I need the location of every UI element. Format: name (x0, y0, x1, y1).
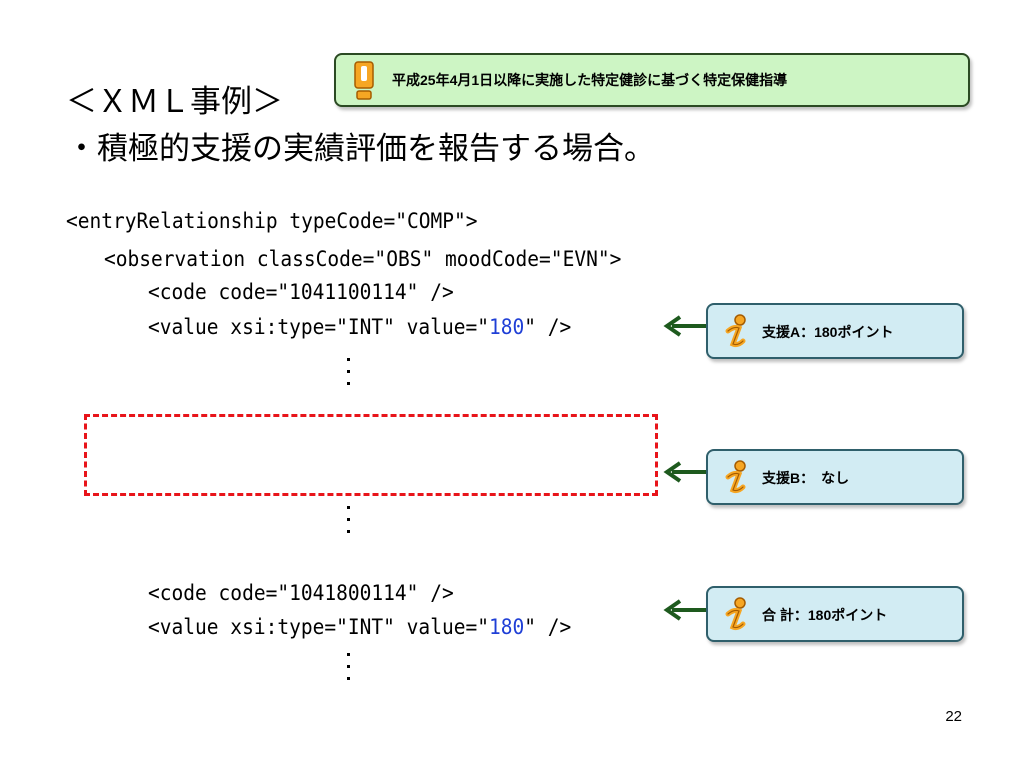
notice-text: 平成25年4月1日以降に実施した特定健診に基づく特定保健指導 (392, 72, 788, 88)
info-icon (725, 314, 746, 348)
code-line-value-2: <value xsi:type="INT" value="180" /> (148, 614, 571, 640)
callout-text: 合 計：180ポイント (762, 607, 888, 623)
ellipsis-vertical (347, 506, 353, 542)
callout-total: 合 計：180ポイント (706, 586, 964, 642)
arrow-left-icon (663, 599, 708, 621)
code-text: <value xsi:type="INT" value=" (148, 615, 489, 639)
code-line-entry-relationship: <entryRelationship typeCode="COMP"> (66, 209, 478, 233)
slide-heading: ＜ＸＭＬ事例＞ (66, 84, 283, 120)
code-line-value-1: <value xsi:type="INT" value="180" /> (148, 314, 571, 340)
arrow-left-icon (663, 315, 708, 337)
ellipsis-vertical (347, 358, 353, 394)
arrow-left-icon (663, 461, 708, 483)
code-value-highlight: 180 (488, 615, 525, 639)
code-text: " /> (524, 615, 572, 639)
callout-support-a: 支援A：180ポイント (706, 303, 964, 359)
info-icon (725, 597, 746, 631)
code-value-highlight: 180 (488, 315, 525, 339)
info-icon (725, 460, 746, 494)
notice-box: 平成25年4月1日以降に実施した特定健診に基づく特定保健指導 (334, 53, 970, 107)
code-text: <value xsi:type="INT" value=" (148, 315, 489, 339)
slide-subheading: ・積極的支援の実績評価を報告する場合。 (66, 131, 655, 167)
warning-icon (354, 61, 374, 100)
ellipsis-vertical (347, 653, 353, 689)
code-line-observation: <observation classCode="OBS" moodCode="E… (104, 247, 622, 271)
code-line-code-1: <code code="1041100114" /> (148, 280, 454, 304)
page-number: 22 (945, 708, 962, 725)
callout-text: 支援A：180ポイント (762, 324, 894, 340)
code-line-code-2: <code code="1041800114" /> (148, 581, 454, 605)
callout-support-b: 支援B： なし (706, 449, 964, 505)
code-text: " /> (524, 315, 572, 339)
empty-dashed-region (84, 414, 658, 496)
callout-text: 支援B： なし (762, 470, 850, 486)
